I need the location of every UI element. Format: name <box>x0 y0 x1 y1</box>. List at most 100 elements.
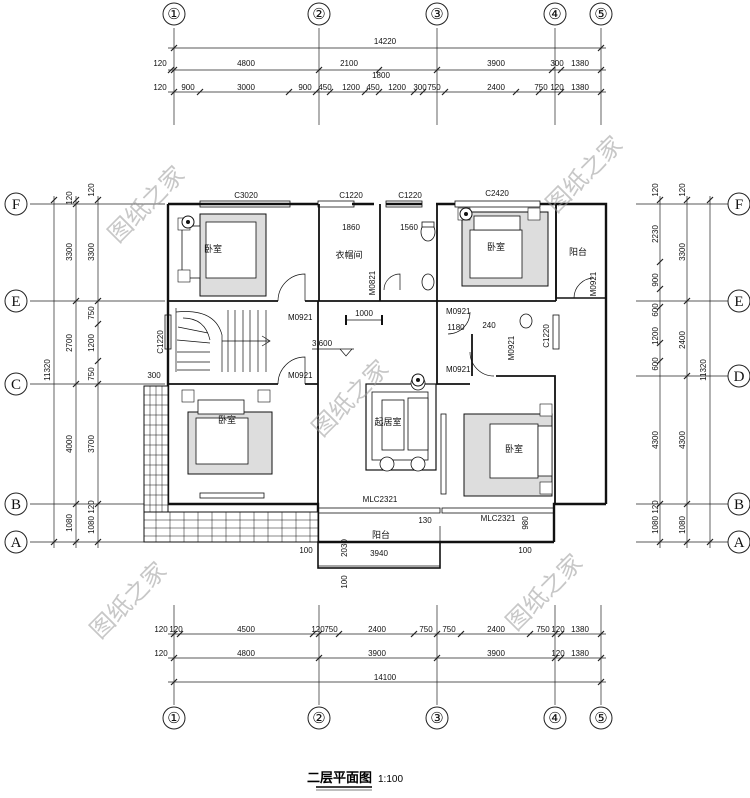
axis-markers-bottom: ① ② ③ ④ ⑤ <box>162 706 613 730</box>
dim-text: 2400 <box>487 83 505 92</box>
room-bedroom-se: 卧室 <box>505 443 523 455</box>
window-label: C1220 <box>156 330 165 354</box>
right-total-dim: 11320 <box>699 359 708 381</box>
left-total-dim: 11320 <box>43 359 52 381</box>
dim-text: 450 <box>318 83 332 92</box>
axis-label-2-bottom: ② <box>312 711 325 727</box>
dim-text: 2400 <box>368 625 386 634</box>
dim-text: 100 <box>299 546 313 555</box>
room-bedroom-ne: 卧室 <box>487 241 505 253</box>
column-symbols <box>181 207 473 387</box>
dim-text: 1080 <box>678 516 687 534</box>
door-label: M0921 <box>288 371 313 380</box>
dim-text: 2100 <box>340 59 358 68</box>
dim-text: 1080 <box>651 516 660 534</box>
dim-text: 2230 <box>651 225 660 243</box>
room-balcony-east: 阳台 <box>569 246 587 258</box>
room-bedroom-nw: 卧室 <box>204 243 222 255</box>
dim-text: 4300 <box>651 431 660 449</box>
dim-text: 120 <box>551 649 565 658</box>
dim-text: 130 <box>418 516 432 525</box>
dim-text: 750 <box>87 367 96 381</box>
dim-text: 1380 <box>571 625 589 634</box>
axis-label-3-bottom: ③ <box>430 711 443 727</box>
dim-text: 3000 <box>237 83 255 92</box>
dim-text: 1560 <box>400 223 418 232</box>
drawing-title-block: 二层平面图 1:100 <box>307 771 403 791</box>
dim-text: 120 <box>550 83 564 92</box>
window-label: C2420 <box>485 189 509 198</box>
staircase <box>175 307 271 372</box>
axis-label-f-left: F <box>12 197 20 213</box>
axis-label-d-right: D <box>734 369 745 385</box>
right-dimension-lines <box>659 196 711 548</box>
dim-text: 120 <box>651 183 660 197</box>
dim-text: 3300 <box>678 243 687 261</box>
bed-se <box>440 403 553 497</box>
axis-label-5-top: ⑤ <box>594 7 607 23</box>
living-room-sofa <box>365 375 437 472</box>
dim-text: 120 <box>651 500 660 514</box>
dim-text: 120 <box>311 625 325 634</box>
dim-text: 1180 <box>447 323 465 332</box>
window-labels: C3020 C1220 C1220 C2420 C1220 C1220 MLC2… <box>156 189 551 523</box>
dim-text: 3900 <box>487 649 505 658</box>
dim-text: 980 <box>521 516 530 530</box>
inner-dimensions: 1860 1560 1180 240 300 3940 2030 100 100… <box>147 223 532 589</box>
window-label: MLC2321 <box>481 514 516 523</box>
axis-label-b-left: B <box>11 497 21 513</box>
door-label: M0921 <box>288 313 313 322</box>
dim-text: 1080 <box>65 514 74 532</box>
dim-text: 2400 <box>487 625 505 634</box>
bed-nw <box>177 213 267 297</box>
bottom-dim-row1: 120 120 4500 120 750 2400 750 750 2400 7… <box>154 625 589 634</box>
axis-label-e-left: E <box>11 294 20 310</box>
axis-label-5-bottom: ⑤ <box>594 711 607 727</box>
top-dimension-lines <box>168 47 606 93</box>
dim-text: 3300 <box>87 243 96 261</box>
dim-text: 300 <box>550 59 564 68</box>
door-labels: M0921 M0921 M0921 M0921 M0921 M0921 M082… <box>288 270 598 380</box>
dim-text: 1380 <box>571 649 589 658</box>
dim-text: 2700 <box>65 334 74 352</box>
dim-text: 240 <box>482 321 496 330</box>
interior-walls <box>168 204 557 504</box>
room-cloakroom: 衣帽间 <box>335 249 362 261</box>
left-dimension-ticks <box>50 196 102 546</box>
dim-text: 3300 <box>65 243 74 261</box>
dim-text: 120 <box>153 59 167 68</box>
right-dim-outer: 120 3300 2400 4300 1080 <box>678 183 687 534</box>
left-dim-inner: 120 3300 750 1200 750 3700 120 1080 <box>87 183 96 534</box>
axis-label-1-top: ① <box>167 7 180 23</box>
dim-text: 120 <box>678 183 687 197</box>
drawing-scale: 1:100 <box>378 774 403 785</box>
axis-label-f-right: F <box>735 197 743 213</box>
door-label: M0921 <box>446 365 471 374</box>
bottom-dimension-ticks <box>170 630 605 686</box>
axis-markers-top: ① ② ③ ④ ⑤ <box>162 2 613 26</box>
dim-text: 100 <box>518 546 532 555</box>
dim-text: 750 <box>427 83 441 92</box>
dim-text: 1380 <box>571 59 589 68</box>
axis-label-c-left: C <box>11 377 21 393</box>
axis-label-b-right: B <box>734 497 744 513</box>
top-total-dim: 14220 <box>374 37 397 46</box>
dim-text: 4500 <box>237 625 255 634</box>
bed-w <box>181 389 273 499</box>
dim-text: 900 <box>298 83 312 92</box>
dim-text: 3700 <box>87 435 96 453</box>
bottom-total-dim: 14100 <box>374 673 397 682</box>
dim-text: 120 <box>87 183 96 197</box>
dim-text: 120 <box>551 625 565 634</box>
south-balcony <box>317 541 441 569</box>
top-dim-row1: 120 4800 2100 1800 3900 300 1380 <box>153 59 589 80</box>
left-dimension-lines <box>53 196 99 548</box>
dim-text: 3900 <box>368 649 386 658</box>
dim-text: 1080 <box>87 516 96 534</box>
axis-label-e-right: E <box>734 294 743 310</box>
dim-text: 300 <box>413 83 427 92</box>
dim-text: 1860 <box>342 223 360 232</box>
door-label: M0921 <box>589 271 598 296</box>
dim-text: 450 <box>366 83 380 92</box>
